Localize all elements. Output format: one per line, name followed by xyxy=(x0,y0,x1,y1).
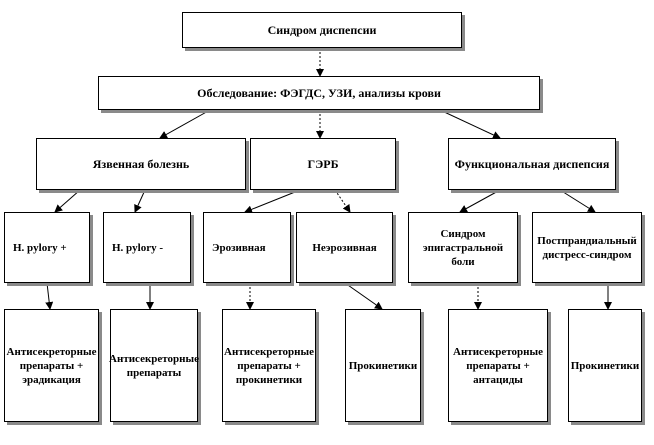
node-treatment-2: Антисекреторные препараты xyxy=(109,309,199,422)
node-ulcer: Язвенная болезнь xyxy=(36,138,246,190)
node-gerd: ГЭРБ xyxy=(250,138,396,190)
node-treatment-3-label: Антисекреторные препараты + прокинетики xyxy=(224,345,314,386)
node-root: Синдром диспепсии xyxy=(182,12,462,48)
node-postprandial-label: Постпрандиальный дистресс-синдром xyxy=(537,234,637,261)
connector-exam-functional xyxy=(439,109,501,139)
node-treatment-6: Прокинетики xyxy=(568,309,642,422)
connector-ulcer-hp-neg xyxy=(134,189,146,213)
node-exam: Обследование: ФЭГДС, УЗИ, анализы крови xyxy=(98,76,540,110)
node-hp-negative-label: H. pylory - xyxy=(112,241,164,254)
node-treatment-6-label: Прокинетики xyxy=(570,359,640,372)
node-treatment-2-label: Антисекреторные препараты xyxy=(109,352,199,379)
node-ulcer-label: Язвенная болезнь xyxy=(92,157,190,171)
node-exam-label: Обследование: ФЭГДС, УЗИ, анализы крови xyxy=(197,86,441,100)
node-erosive: Эрозивная xyxy=(203,212,291,283)
connector-functional-postprandial xyxy=(559,189,596,213)
node-root-label: Синдром диспепсии xyxy=(267,23,377,37)
connector-hp-pos-t1 xyxy=(45,282,54,310)
node-erosive-label: Эрозивная xyxy=(212,241,266,254)
node-treatment-4-label: Прокинетики xyxy=(348,359,418,372)
node-hp-positive: H. pylory + xyxy=(4,212,90,283)
node-treatment-1: Антисекреторные препараты + эрадикация xyxy=(4,309,99,422)
connector-exam-ulcer xyxy=(159,109,211,139)
node-epigastric-pain: Синдром эпигастральной боли xyxy=(408,212,518,283)
node-functional-label: Функциональная диспепсия xyxy=(454,157,610,171)
node-hp-positive-label: H. pylory + xyxy=(13,241,67,254)
connector-non-erosive-t4 xyxy=(344,282,383,310)
connector-functional-epigastric xyxy=(459,189,501,213)
node-treatment-3: Антисекреторные препараты + прокинетики xyxy=(222,309,316,422)
node-treatment-5: Антисекреторные препараты + антациды xyxy=(448,309,548,422)
node-treatment-5-label: Антисекреторные препараты + антациды xyxy=(453,345,543,386)
node-non-erosive-label: Неэрозивная xyxy=(312,241,377,254)
connector-gerd-non-erosive xyxy=(334,189,351,213)
node-treatment-4: Прокинетики xyxy=(345,309,421,422)
node-postprandial: Постпрандиальный дистресс-синдром xyxy=(532,212,642,283)
node-epigastric-pain-label: Синдром эпигастральной боли xyxy=(422,227,504,268)
node-hp-negative: H. pylory - xyxy=(103,212,191,283)
connector-ulcer-hp-pos xyxy=(54,189,81,213)
node-treatment-1-label: Антисекреторные препараты + эрадикация xyxy=(6,345,97,386)
node-functional: Функциональная диспепсия xyxy=(448,138,616,190)
connector-gerd-erosive xyxy=(244,189,301,214)
node-non-erosive: Неэрозивная xyxy=(296,212,393,283)
node-gerd-label: ГЭРБ xyxy=(307,157,339,171)
